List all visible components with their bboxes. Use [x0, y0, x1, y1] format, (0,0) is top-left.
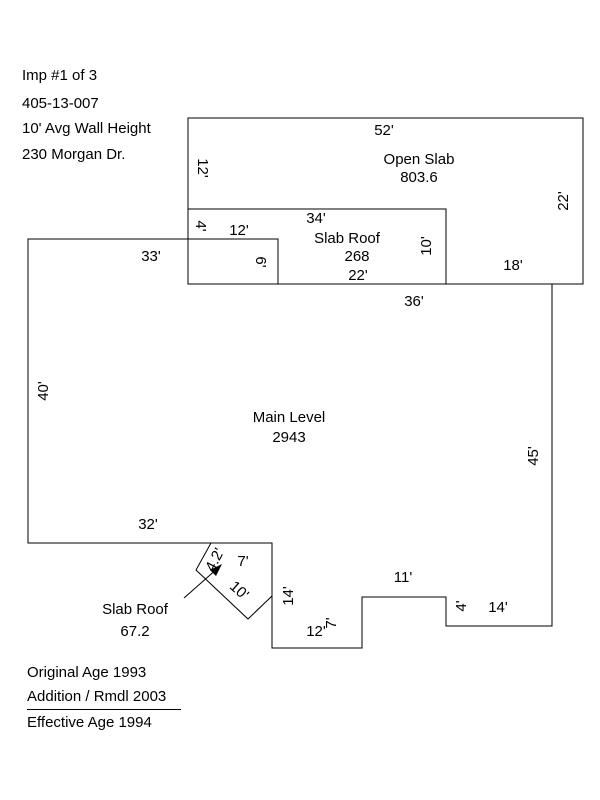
wall-height: 10' Avg Wall Height	[22, 120, 151, 137]
dim-roof-bottom: 22'	[348, 267, 368, 284]
main-level-name: Main Level	[253, 409, 326, 426]
open-slab-outline	[187, 117, 584, 285]
dim-bay-c: 10'	[226, 578, 252, 604]
dim-roof-top: 34'	[306, 210, 326, 227]
property-address: 230 Morgan Dr.	[22, 146, 126, 163]
addition-remodel: Addition / Rmdl 2003	[27, 688, 167, 705]
dim-notch-down: 4'	[453, 600, 470, 611]
dim-notch-left: 14'	[280, 586, 297, 606]
dim-notch-up: 7'	[323, 617, 340, 628]
effective-age: Effective Age 1994	[27, 714, 152, 731]
dim-main-top-right: 36'	[404, 293, 424, 310]
open-slab-name: Open Slab	[384, 151, 455, 168]
dim-roof-inner: 10'	[418, 236, 435, 256]
footer-divider	[27, 709, 181, 710]
dim-open-right: 22'	[555, 191, 572, 211]
main-level-area: 2943	[272, 429, 305, 446]
small-slab-roof-name: Slab Roof	[102, 601, 169, 618]
pointer-arrow	[183, 564, 222, 599]
dim-main-bottom-left: 32'	[138, 516, 158, 533]
small-slab-roof-outline	[195, 542, 273, 620]
dim-open-bottom-right: 18'	[503, 257, 523, 274]
improvement-number: Imp #1 of 3	[22, 67, 98, 84]
dim-roof-left-small: 4'	[192, 220, 209, 231]
slab-roof-name: Slab Roof	[314, 230, 381, 247]
dim-main-right: 45'	[525, 446, 542, 466]
open-slab-area: 803.6	[400, 169, 438, 186]
dim-open-left: 12'	[194, 158, 211, 178]
original-age: Original Age 1993	[27, 664, 147, 681]
dim-main-step: 6'	[252, 256, 269, 267]
small-slab-roof-area: 67.2	[120, 623, 149, 640]
dim-roof-left-run: 12'	[229, 222, 249, 239]
parcel-number: 405-13-007	[22, 95, 99, 112]
dim-notch-top: 11'	[394, 569, 413, 586]
dim-open-top: 52'	[374, 122, 394, 139]
dim-main-top-left: 33'	[141, 248, 161, 265]
dim-bottom-right: 14'	[488, 599, 508, 616]
dim-bay-b: 7'	[237, 553, 248, 570]
dim-bay-a: 4.2'	[202, 545, 228, 574]
slab-roof-area: 268	[344, 248, 369, 265]
dim-notch-bottom: 12'	[306, 623, 326, 640]
main-level-outline	[27, 238, 553, 649]
dim-main-left: 40'	[35, 381, 52, 401]
